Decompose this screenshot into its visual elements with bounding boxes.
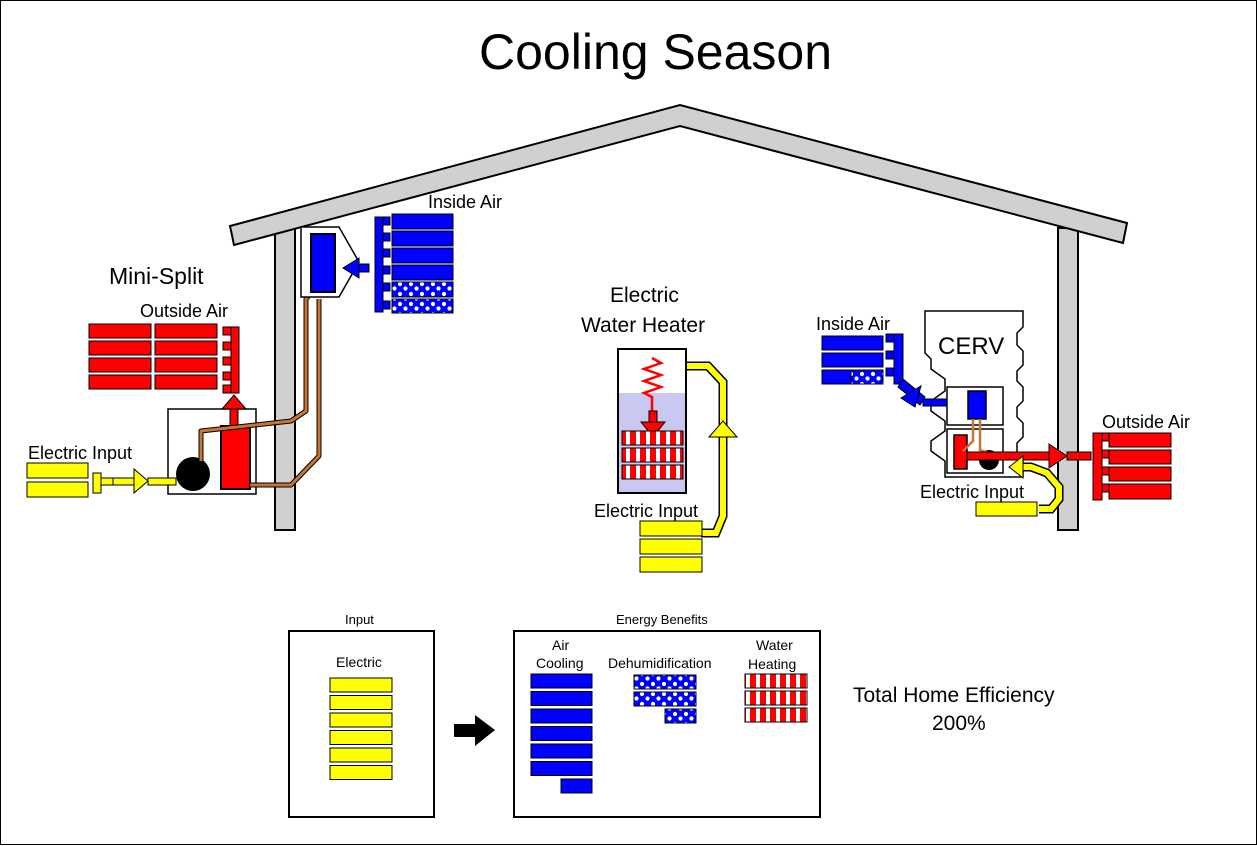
air-cooling-unit [530,673,593,689]
mini-split-electric-input-block [26,462,177,498]
cerv-outside-comb [1092,432,1111,501]
input-unit [329,677,393,693]
mini-split-inside-air-block [391,213,454,314]
cerv-label: CERV [938,333,1005,360]
cerv-housing [924,310,1024,478]
cerv-inside-air-label: Inside Air [816,314,891,334]
legend-water-heating-label-line1: Water [756,637,793,653]
input-unit [329,730,393,745]
mini-split-outside-comb [222,326,240,394]
legend-dehumidification-units [633,674,697,724]
input-unit [329,747,393,763]
air-cooling-unit [530,761,593,776]
mini-split-inside-air-label: Inside Air [428,192,503,212]
legend-input-units [329,677,393,780]
air-cooling-unit [530,708,593,724]
mini-split-outside-air-label: Outside Air [140,301,229,321]
air-cooling-unit [530,726,593,741]
mini-split-indoor-unit [300,226,370,298]
water-heater-heat-block [621,430,684,480]
cerv-inside-air-block [821,335,884,385]
cerv-inside-comb [885,333,948,408]
air-cooling-unit [560,778,593,794]
legend-air-cooling-units [530,673,593,794]
air-cooling-unit [530,743,593,759]
efficiency-value: 200% [932,712,986,735]
dehumidification-unit [633,691,697,707]
air-cooling-unit [530,691,593,706]
cerv-outside-flow [966,443,1092,469]
water-heater-electric-input-label: Electric Input [594,501,699,521]
efficiency-label: Total Home Efficiency [853,684,1055,707]
cerv-outside-air-label: Outside Air [1102,412,1191,432]
legend-input-title: Input [345,612,374,627]
mini-split-label: Mini-Split [109,263,204,289]
input-unit [329,695,393,710]
cerv-electric-line [975,454,1064,517]
legend-arrow [454,715,495,746]
page-title: Cooling Season [479,24,833,80]
cerv-electric-input-label: Electric Input [920,482,1025,502]
water-heater-label-line2: Water Heater [581,314,706,337]
legend-air-cooling-label-line1: Air [552,637,570,653]
mini-split-electric-input-label: Electric Input [28,443,133,463]
water-heater-electric-line [687,361,739,538]
input-unit [329,765,393,780]
water-heater-label-line1: Electric [610,284,679,307]
water-heating-unit [744,690,808,706]
legend-input-label: Electric [336,654,382,670]
water-heating-unit [744,673,808,689]
mini-split-outdoor-unit [167,394,257,495]
legend-dehumidification-label: Dehumidification [608,655,712,671]
mini-split-inside-comb [374,216,391,313]
input-unit [329,712,393,728]
cerv-outside-air-block [1108,432,1172,500]
legend-air-cooling-label-line2: Cooling [536,655,584,671]
dehumidification-unit [633,674,697,690]
legend-benefits-title: Energy Benefits [616,612,708,627]
legend-water-heating-units [744,673,808,723]
water-heating-unit [744,707,808,723]
dehumidification-unit [664,708,697,724]
mini-split-outside-air-block [88,323,218,390]
water-heater-electric-input-block [639,520,703,573]
legend-water-heating-label-line2: Heating [748,656,797,672]
